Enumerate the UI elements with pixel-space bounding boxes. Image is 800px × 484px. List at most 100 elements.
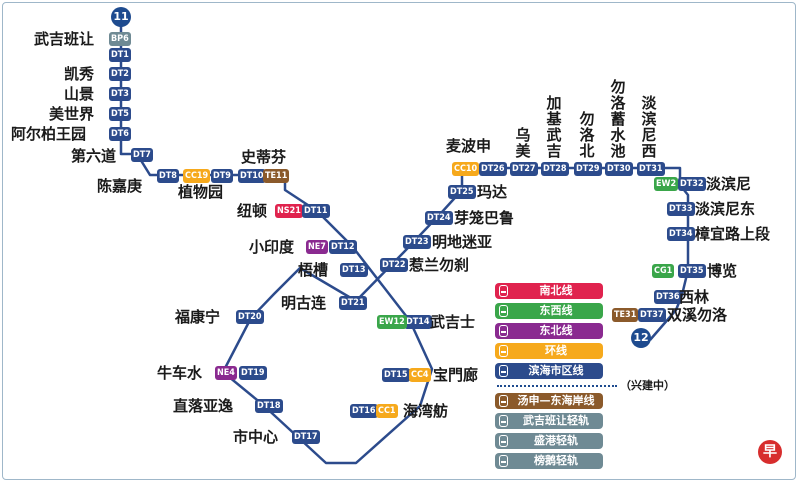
station-code-dt1: DT1 <box>109 48 131 62</box>
station-name-dt37: 双溪勿洛 <box>667 306 728 324</box>
station-code-ew2: EW2 <box>654 177 679 191</box>
station-name-dt20: 福康宁 <box>175 308 221 326</box>
station-code-dt19: DT19 <box>239 366 267 380</box>
legend-label: 滨海市区线 <box>528 364 584 377</box>
station-code-dt7: DT7 <box>131 148 153 162</box>
publisher-logo: 早 <box>758 440 782 464</box>
terminal-start-badge: 11 <box>111 7 131 27</box>
legend-label: 盛港轻轨 <box>534 434 578 447</box>
station-name-dt12: 小印度 <box>249 238 295 256</box>
station-code-dt29: DT29 <box>574 162 602 176</box>
train-icon <box>499 415 508 427</box>
station-name-cc1: 海湾舫 <box>403 402 449 420</box>
station-name-dt21: 明古连 <box>281 294 327 312</box>
station-code-ne4: NE4 <box>215 366 237 380</box>
station-name-dt7: 第六道 <box>71 147 117 165</box>
station-name-dt34: 樟宜路上段 <box>695 225 771 243</box>
construction-note: （兴建中） <box>620 379 675 392</box>
train-icon <box>499 395 508 407</box>
station-code-dt12: DT12 <box>329 240 357 254</box>
station-code-ew12: EW12 <box>377 315 407 329</box>
station-code-dt26: DT26 <box>479 162 507 176</box>
legend-item-sengkang-lrt: 盛港轻轨 <box>495 433 603 449</box>
station-name-dt18: 直落亚逸 <box>173 397 234 415</box>
station-code-te11: TE11 <box>263 169 290 183</box>
station-code-te31: TE31 <box>612 308 639 322</box>
station-code-dt8: DT8 <box>157 169 179 183</box>
station-name-dt22: 惹兰勿刹 <box>409 256 470 274</box>
train-icon <box>499 285 508 297</box>
legend-label: 汤申—东海岸线 <box>517 394 595 407</box>
station-name-cc10: 麦波申 <box>446 137 492 155</box>
station-code-dt15: DT15 <box>382 368 410 382</box>
station-name-dt14: 武吉士 <box>430 313 476 331</box>
station-code-dt27: DT27 <box>510 162 538 176</box>
legend-item-circle: 环线 <box>495 343 603 359</box>
train-icon <box>499 435 508 447</box>
station-code-dt28: DT28 <box>541 162 569 176</box>
station-code-dt24: DT24 <box>425 211 453 225</box>
train-icon <box>499 455 508 467</box>
station-name-dt29: 勿洛北 <box>579 110 595 160</box>
legend-label: 东西线 <box>539 304 573 317</box>
station-code-dt3: DT3 <box>109 87 131 101</box>
station-name-dt2: 凯秀 <box>64 65 95 83</box>
station-name-dt3: 山景 <box>64 85 95 103</box>
station-name-dt13: 梧槽 <box>298 261 329 279</box>
station-name-cc4: 宝門廊 <box>433 366 479 384</box>
legend-label: 榜鹅轻轨 <box>534 454 578 467</box>
station-name-bp6: 武吉班让 <box>34 30 95 48</box>
terminal-end-badge: 12 <box>631 328 651 348</box>
construction-divider <box>497 385 617 387</box>
station-code-dt20: DT20 <box>236 310 264 324</box>
station-name-dt8: 陈嘉庚 <box>97 177 143 195</box>
station-name-dt24: 芽笼巴鲁 <box>454 209 515 227</box>
station-code-ns21: NS21 <box>275 204 303 218</box>
legend-item-downtown: 滨海市区线 <box>495 363 603 379</box>
legend-label: 环线 <box>545 344 567 357</box>
station-code-dt37: DT37 <box>638 308 666 322</box>
station-code-dt31: DT31 <box>637 162 665 176</box>
station-name-dt9: 植物园 <box>178 183 224 201</box>
station-name-dt19: 牛车水 <box>157 364 203 382</box>
station-code-dt9: DT9 <box>211 169 233 183</box>
station-name-dt6: 阿尔柏王园 <box>11 125 87 143</box>
legend-item-thomson-east-coast: 汤申—东海岸线 <box>495 393 603 409</box>
legend-label: 南北线 <box>539 284 573 297</box>
station-code-dt5: DT5 <box>109 107 131 121</box>
station-name-dt17: 市中心 <box>233 428 279 446</box>
train-icon <box>499 305 508 317</box>
station-code-dt25: DT25 <box>448 185 476 199</box>
station-name-dt33: 淡滨尼东 <box>695 200 756 218</box>
station-code-dt35: DT35 <box>678 264 706 278</box>
legend-label: 武吉班让轻轨 <box>523 414 589 427</box>
station-code-dt17: DT17 <box>292 430 320 444</box>
station-code-dt18: DT18 <box>255 399 283 413</box>
legend-item-punggol-lrt: 榜鹅轻轨 <box>495 453 603 469</box>
station-name-dt35: 博览 <box>707 262 738 280</box>
station-code-dt11: DT11 <box>302 204 330 218</box>
station-code-dt23: DT23 <box>403 235 431 249</box>
station-code-dt13: DT13 <box>340 263 368 277</box>
legend-item-north-east: 东北线 <box>495 323 603 339</box>
station-name-dt30: 勿洛蓄水池 <box>610 78 626 160</box>
station-code-dt34: DT34 <box>667 227 695 241</box>
legend-label: 东北线 <box>539 324 573 337</box>
station-code-dt16: DT16 <box>350 404 378 418</box>
station-code-dt2: DT2 <box>109 67 131 81</box>
station-code-cc4: CC4 <box>409 368 431 382</box>
station-code-cc19: CC19 <box>183 169 211 183</box>
station-name-dt28: 加基武吉 <box>546 94 562 160</box>
station-code-dt10: DT10 <box>238 169 266 183</box>
station-name-dt32: 淡滨尼 <box>706 175 752 193</box>
station-name-dt25: 玛达 <box>477 183 508 201</box>
station-code-dt32: DT32 <box>678 177 706 191</box>
station-code-dt30: DT30 <box>605 162 633 176</box>
station-code-cc1: CC1 <box>376 404 398 418</box>
train-icon <box>499 345 508 357</box>
station-code-bp6: BP6 <box>109 32 131 46</box>
station-code-dt14: DT14 <box>404 315 432 329</box>
station-name-dt11: 纽顿 <box>237 202 268 220</box>
